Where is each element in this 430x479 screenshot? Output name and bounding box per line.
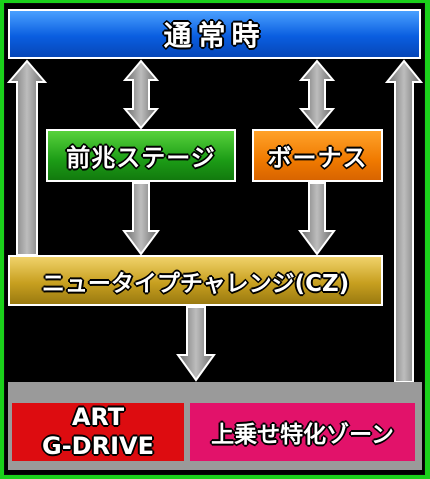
arrow-bonus-newtype bbox=[298, 182, 336, 256]
arrow-right-up bbox=[384, 59, 424, 383]
arrow-newtype-art bbox=[176, 306, 216, 382]
node-normal: 通常時 bbox=[8, 9, 421, 59]
node-bonus: ボーナス bbox=[252, 129, 383, 182]
node-art-gdrive: ART G-DRIVE bbox=[12, 403, 184, 461]
art-label: ART bbox=[71, 403, 125, 431]
node-zencho-stage: 前兆ステージ bbox=[46, 129, 236, 182]
arrow-normal-zencho bbox=[122, 59, 160, 130]
node-newtype-challenge: ニュータイプチャレンジ(CZ) bbox=[8, 255, 383, 306]
art-name: G-DRIVE bbox=[42, 432, 154, 460]
node-uwanose-zone: 上乗せ特化ゾーン bbox=[190, 403, 415, 461]
arrow-zencho-newtype bbox=[122, 182, 160, 256]
arrow-left-up bbox=[6, 59, 48, 256]
arrow-normal-bonus bbox=[298, 59, 336, 130]
